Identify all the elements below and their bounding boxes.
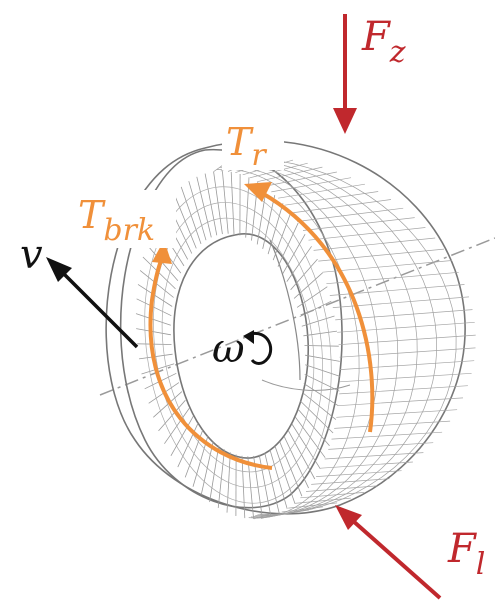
tread-groove (219, 166, 379, 518)
brake-torque-arc (148, 240, 273, 470)
wheel-axis-line (99, 237, 495, 396)
mesh-ring (161, 217, 315, 473)
mesh-ring (144, 186, 332, 504)
tread-line (291, 199, 392, 214)
tread-line (271, 177, 352, 193)
vertical-force-arrow (333, 14, 357, 134)
label-force-longitudinal: Fl (447, 526, 485, 582)
tread-line (339, 372, 472, 383)
label-force-vertical: Fz (361, 14, 406, 70)
rolling-torque-arc (244, 182, 375, 433)
tread-line (339, 360, 475, 370)
label-torque-rolling: Tr (222, 118, 284, 173)
tread-line (339, 385, 468, 395)
tread-line (300, 492, 365, 499)
label-angular-velocity: ω (212, 326, 245, 372)
tread-line (335, 309, 473, 321)
tread-groove (222, 164, 399, 518)
tread-line (313, 237, 436, 251)
tread-line (311, 478, 390, 485)
tread-line (278, 183, 365, 199)
label-torque-brake: Tbrk (76, 190, 176, 248)
svg-text:Fl: Fl (447, 526, 485, 582)
tread-line (257, 166, 323, 183)
tread-line (339, 347, 476, 358)
rotation-arrow (243, 330, 273, 365)
svg-text:ω: ω (212, 326, 245, 372)
tread-line (249, 162, 308, 179)
tread-line (320, 461, 413, 469)
tread-groove (225, 162, 418, 517)
tread-line (334, 420, 451, 429)
svg-text:Fz: Fz (361, 14, 406, 70)
tire-wireframe (105, 139, 476, 520)
longitudinal-force-arrow (335, 505, 442, 600)
tread-line (336, 409, 458, 418)
tread-line (264, 171, 337, 187)
svg-text:v: v (20, 232, 43, 278)
tread-line (337, 397, 464, 407)
mesh-ring (153, 202, 323, 488)
svg-text:Tr: Tr (226, 120, 267, 173)
tread-line (284, 191, 379, 206)
label-velocity: v (20, 232, 43, 278)
tread-line (294, 497, 351, 504)
tread-line (331, 431, 443, 440)
tread-line (297, 207, 404, 222)
tread-groove (231, 157, 457, 515)
tread-line (338, 334, 476, 346)
tread-groove (216, 168, 360, 519)
tread-line (305, 485, 378, 492)
svg-text:Tbrk: Tbrk (78, 193, 155, 248)
velocity-arrow (46, 257, 139, 349)
tread-line (324, 452, 424, 460)
tread-groove (228, 160, 437, 516)
tread-line (308, 227, 426, 241)
tread-line (316, 470, 402, 477)
tread-line (322, 260, 452, 273)
tread-line (302, 217, 415, 231)
tread-line (328, 442, 434, 450)
tread-line (337, 321, 475, 333)
tread-line (318, 248, 445, 262)
tread-line (326, 271, 459, 285)
